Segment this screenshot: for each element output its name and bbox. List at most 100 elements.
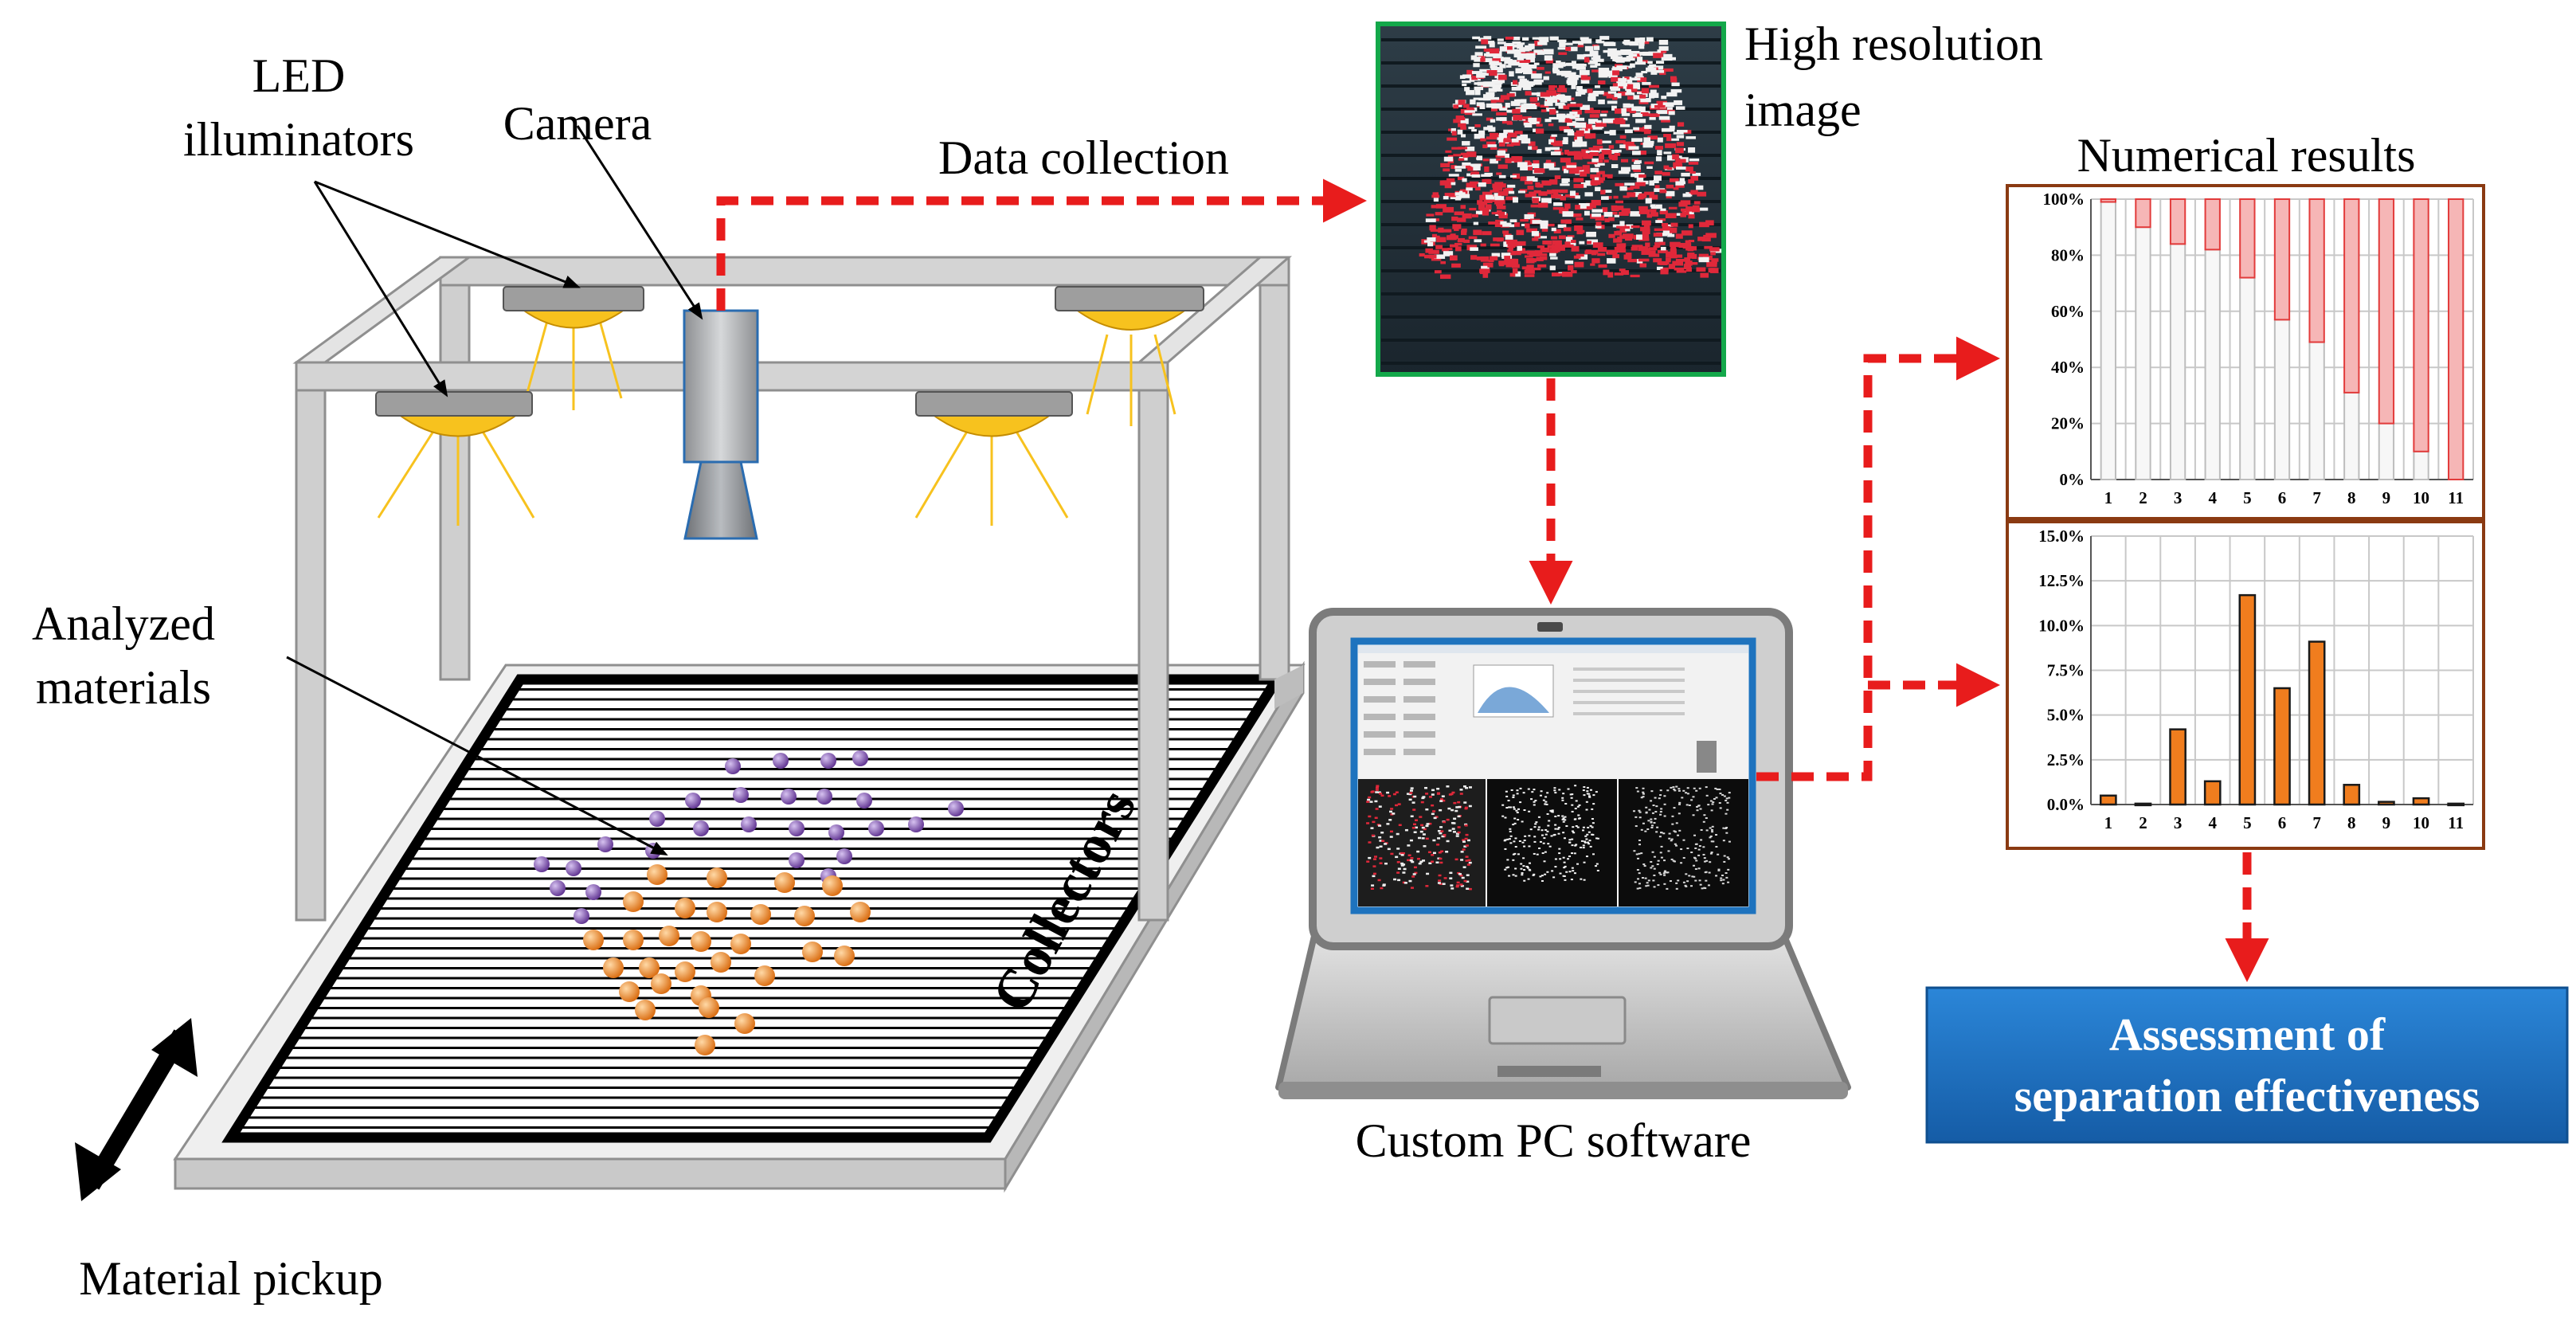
- photo-particle: [1475, 186, 1481, 191]
- x-tick-label: 11: [2448, 488, 2464, 507]
- photo-particle: [1626, 187, 1634, 190]
- photo-particle: [1599, 36, 1610, 40]
- photo-particle: [1516, 86, 1522, 89]
- photo-particle: [1578, 92, 1586, 95]
- screen-particle: [1567, 858, 1570, 860]
- photo-particle: [1463, 104, 1470, 108]
- photo-particle: [1598, 72, 1608, 78]
- screen-particle: [1468, 805, 1472, 808]
- screen-particle: [1466, 880, 1470, 883]
- x-tick-label: 11: [2448, 813, 2464, 832]
- screen-particle: [1547, 824, 1550, 827]
- screen-particle: [1427, 851, 1431, 854]
- screen-particle: [1695, 859, 1698, 862]
- screen-particle: [1462, 840, 1466, 843]
- photo-particle: [1435, 245, 1443, 249]
- screen-particle: [1378, 824, 1382, 827]
- screen-particle: [1528, 845, 1531, 848]
- photo-particle: [1495, 155, 1505, 158]
- photo-particle: [1591, 109, 1601, 114]
- photo-particle: [1552, 240, 1562, 245]
- photo-particle: [1584, 45, 1594, 52]
- screen-particle: [1584, 841, 1587, 844]
- photo-particle: [1462, 155, 1468, 158]
- photo-particle: [1671, 82, 1680, 87]
- photo-particle: [1567, 235, 1575, 238]
- screen-particle: [1534, 800, 1537, 802]
- screen-particle: [1664, 870, 1667, 872]
- screen-particle: [1523, 879, 1526, 882]
- photo-particle: [1611, 105, 1617, 111]
- screen-particle: [1578, 804, 1581, 806]
- screen-particle: [1693, 834, 1697, 836]
- photo-particle: [1552, 69, 1560, 74]
- photo-particle: [1653, 258, 1662, 263]
- photo-particle: [1569, 190, 1576, 196]
- screen-particle: [1565, 825, 1568, 828]
- screen-particle: [1680, 848, 1683, 851]
- photo-particle: [1532, 198, 1539, 204]
- photo-particle: [1477, 201, 1488, 206]
- screen-particle: [1588, 796, 1591, 798]
- photo-particle: [1486, 141, 1496, 145]
- photo-particle: [1663, 53, 1673, 57]
- photo-particle: [1553, 202, 1563, 206]
- screen-particle: [1695, 789, 1698, 792]
- app-slider: [1573, 701, 1685, 704]
- photo-particle: [1466, 90, 1475, 96]
- screen-particle: [1379, 857, 1383, 859]
- screen-particle: [1439, 826, 1443, 828]
- app-control: [1403, 731, 1435, 738]
- photo-particle: [1612, 70, 1620, 76]
- photo-particle: [1517, 76, 1525, 79]
- photo-particle: [1655, 204, 1662, 209]
- screen-particle: [1642, 863, 1646, 866]
- photo-particle: [1469, 207, 1477, 211]
- photo-particle: [1564, 168, 1569, 174]
- screen-particle: [1675, 887, 1678, 890]
- photo-particle: [1559, 41, 1566, 48]
- photo-particle: [1633, 108, 1640, 111]
- photo-particle: [1603, 159, 1609, 163]
- screen-particle: [1550, 835, 1553, 837]
- photo-particle: [1564, 241, 1572, 247]
- photo-particle: [1455, 246, 1462, 252]
- bead-purple: [741, 816, 757, 832]
- screen-particle: [1703, 860, 1706, 863]
- screen-particle: [1438, 874, 1442, 877]
- photo-particle: [1513, 52, 1521, 58]
- y-tick-label: 10.0%: [2038, 616, 2085, 635]
- screen-particle: [1559, 858, 1562, 860]
- photo-particle: [1572, 41, 1583, 44]
- screen-particle: [1425, 808, 1429, 811]
- photo-particle: [1533, 190, 1541, 194]
- photo-particle: [1565, 162, 1577, 168]
- photo-particle: [1584, 250, 1591, 255]
- photo-particle: [1431, 194, 1440, 198]
- photo-particle: [1614, 93, 1622, 99]
- photo-particle: [1482, 191, 1493, 196]
- arrow-data-collection: [716, 178, 1367, 311]
- screen-particle: [1509, 830, 1512, 832]
- photo-particle: [1548, 116, 1559, 120]
- photo-particle: [1481, 174, 1491, 177]
- screen-particle: [1723, 860, 1726, 863]
- screen-particle: [1660, 856, 1663, 859]
- photo-particle: [1570, 241, 1576, 246]
- photo-particle: [1543, 76, 1549, 80]
- screen-particle: [1673, 807, 1676, 809]
- photo-particle: [1607, 100, 1618, 104]
- x-tick-label: 1: [2104, 813, 2113, 832]
- photo-particle: [1427, 237, 1436, 242]
- photo-particle: [1521, 37, 1529, 41]
- photo-particle: [1517, 57, 1525, 61]
- photo-particle: [1612, 96, 1618, 100]
- photo-particle: [1605, 41, 1615, 46]
- screen-particle: [1682, 839, 1685, 841]
- photo-particle: [1454, 211, 1465, 216]
- screen-particle: [1431, 860, 1435, 863]
- screen-particle: [1426, 823, 1430, 825]
- photo-particle: [1565, 237, 1573, 242]
- photo-particle: [1611, 150, 1619, 154]
- screen-particle: [1671, 823, 1674, 825]
